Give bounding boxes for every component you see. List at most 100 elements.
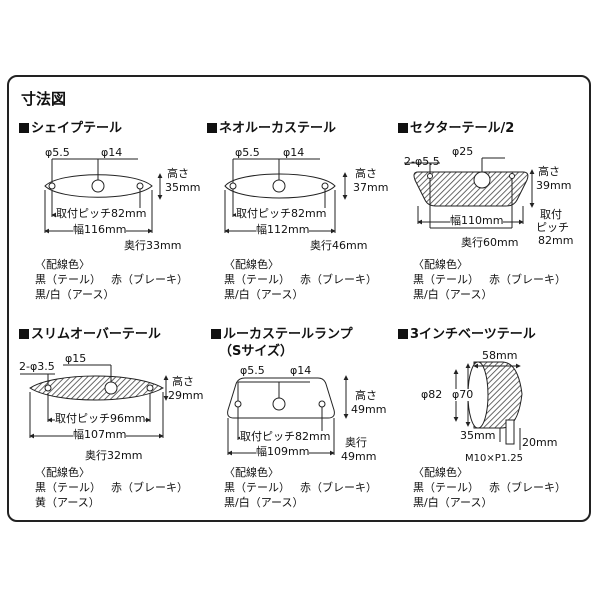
neo-wiring-red: 赤（ブレーキ） bbox=[300, 273, 377, 286]
sector-wiring-red: 赤（ブレーキ） bbox=[489, 273, 566, 286]
neo-height-value: 37mm bbox=[353, 181, 389, 194]
shape-hole-small-label: φ5.5 bbox=[45, 146, 70, 159]
sector-hole-large-label: φ25 bbox=[452, 145, 474, 158]
bates-stem bbox=[505, 419, 515, 445]
sector-width-label: 幅110mm bbox=[450, 214, 504, 227]
slim-wiring-yellow-earth: 黄（アース） bbox=[35, 496, 100, 509]
sector-small-hole-right bbox=[509, 173, 515, 179]
sector-wiring-header: 〈配線色〉 bbox=[413, 258, 468, 271]
neo-height-label: 高さ bbox=[355, 167, 377, 180]
section-subtitle-lucas-s: （Sサイズ） bbox=[219, 344, 293, 359]
slim-hole-small-label: 2-φ3.5 bbox=[19, 360, 55, 373]
bates-inner-dia-label: φ70 bbox=[452, 388, 474, 401]
sector-height-value: 39mm bbox=[536, 179, 572, 192]
neo-lucas-drawing bbox=[224, 158, 348, 234]
lucas-wiring-earth: 黒/白（アース） bbox=[224, 496, 304, 509]
slim-depth-label: 奥行32mm bbox=[85, 449, 143, 462]
shape-wiring-earth: 黒/白（アース） bbox=[35, 288, 115, 301]
slim-wiring-header: 〈配線色〉 bbox=[35, 466, 90, 479]
bates-wiring-red: 赤（ブレーキ） bbox=[489, 481, 566, 494]
lucas-hole-small-label: φ5.5 bbox=[240, 364, 265, 377]
page-title: 寸法図 bbox=[21, 90, 67, 108]
bullet-square-icon bbox=[398, 329, 408, 339]
sector-pitch-value: 82mm bbox=[538, 234, 574, 247]
bates-thread-label: M10×P1.25 bbox=[465, 453, 524, 464]
slim-height-value: 29mm bbox=[168, 389, 204, 402]
neo-depth-label: 奥行46mm bbox=[310, 239, 368, 252]
sector-hole-small-label: 2-φ5.5 bbox=[404, 155, 440, 168]
bullet-square-icon bbox=[19, 329, 29, 339]
lucas-width-label: 幅109mm bbox=[256, 445, 310, 458]
bullet-square-icon bbox=[207, 123, 217, 133]
slim-small-hole-right bbox=[146, 384, 154, 392]
bullet-square-icon bbox=[398, 123, 408, 133]
bates-wiring-header: 〈配線色〉 bbox=[413, 466, 468, 479]
section-title-bates: 3インチベーツテール bbox=[398, 327, 536, 342]
shape-depth-label: 奥行33mm bbox=[124, 239, 182, 252]
section-title-sector: セクターテール/2 bbox=[398, 121, 514, 136]
lucas-pitch-label: 取付ピッチ82mm bbox=[240, 430, 331, 443]
sector-pitch-label-2: ピッチ bbox=[536, 221, 569, 234]
bates-outer-dia-label: φ82 bbox=[421, 388, 443, 401]
bates-stem-height-label: 20mm bbox=[522, 436, 558, 449]
shape-height-value: 35mm bbox=[165, 181, 201, 194]
sector-height-label: 高さ bbox=[538, 165, 560, 178]
slim-large-hole bbox=[104, 381, 118, 395]
shape-wiring-red: 赤（ブレーキ） bbox=[111, 273, 188, 286]
slim-hole-large-label: φ15 bbox=[65, 352, 87, 365]
slim-height-label: 高さ bbox=[172, 375, 194, 388]
shape-hole-large-label: φ14 bbox=[101, 146, 123, 159]
sector-depth-label: 奥行60mm bbox=[461, 236, 519, 249]
lucas-depth-label: 奥行 bbox=[345, 436, 367, 449]
bullet-square-icon bbox=[19, 123, 29, 133]
lucas-height-value: 49mm bbox=[351, 403, 387, 416]
sector-wiring-earth: 黒/白（アース） bbox=[413, 288, 493, 301]
neo-lucas-outline bbox=[224, 173, 336, 199]
neo-hole-large-label: φ14 bbox=[283, 146, 305, 159]
sector-pitch-label-1: 取付 bbox=[540, 208, 562, 221]
bates-wiring-earth: 黒/白（アース） bbox=[413, 496, 493, 509]
lucas-wiring-red: 赤（ブレーキ） bbox=[300, 481, 377, 494]
slim-small-hole-left bbox=[44, 384, 52, 392]
sector-small-hole-left bbox=[427, 173, 433, 179]
section-title-neo: ネオルーカステール bbox=[207, 121, 336, 136]
shape-pitch-label: 取付ピッチ82mm bbox=[56, 207, 147, 220]
bates-tail-drawing bbox=[453, 361, 523, 450]
section-title-lucas-s: ルーカステールランプ bbox=[211, 327, 353, 342]
neo-wiring-black: 黒（テール） bbox=[224, 273, 290, 286]
slim-wiring-red: 赤（ブレーキ） bbox=[111, 481, 188, 494]
shape-width-label: 幅116mm bbox=[73, 223, 127, 236]
section-title-shape: シェイプテール bbox=[19, 121, 122, 136]
lucas-height-label: 高さ bbox=[355, 389, 377, 402]
neo-wiring-earth: 黒/白（アース） bbox=[224, 288, 304, 301]
lucas-depth-value: 49mm bbox=[341, 450, 377, 463]
neo-pitch-label: 取付ピッチ82mm bbox=[236, 207, 327, 220]
shape-wiring-black: 黒（テール） bbox=[35, 273, 101, 286]
slim-over-outline bbox=[29, 375, 165, 401]
sector-tail-drawing bbox=[404, 157, 535, 229]
shape-tail-outline bbox=[44, 174, 153, 198]
sector-wiring-black: 黒（テール） bbox=[413, 273, 479, 286]
neo-hole-small-label: φ5.5 bbox=[235, 146, 260, 159]
lucas-s-drawing bbox=[227, 375, 349, 456]
neo-wiring-header: 〈配線色〉 bbox=[224, 258, 279, 271]
bullet-square-icon bbox=[211, 329, 221, 339]
bates-length-label: 58mm bbox=[482, 349, 518, 362]
diagram-frame bbox=[7, 75, 591, 522]
shape-wiring-header: 〈配線色〉 bbox=[35, 258, 90, 271]
slim-width-label: 幅107mm bbox=[73, 428, 127, 441]
shape-tail-drawing bbox=[44, 158, 163, 234]
neo-width-label: 幅112mm bbox=[256, 223, 310, 236]
sector-large-hole bbox=[473, 171, 491, 189]
lucas-hole-large-label: φ14 bbox=[290, 364, 312, 377]
lucas-wiring-header: 〈配線色〉 bbox=[224, 466, 279, 479]
section-title-slim: スリムオーバーテール bbox=[19, 327, 161, 342]
slim-pitch-label: 取付ピッチ96mm bbox=[55, 412, 146, 425]
slim-wiring-black: 黒（テール） bbox=[35, 481, 101, 494]
bates-stem-length-label: 35mm bbox=[460, 429, 496, 442]
sector-tail-outline bbox=[413, 171, 529, 207]
lucas-wiring-black: 黒（テール） bbox=[224, 481, 290, 494]
shape-height-label: 高さ bbox=[167, 167, 189, 180]
slim-over-drawing bbox=[20, 364, 169, 439]
